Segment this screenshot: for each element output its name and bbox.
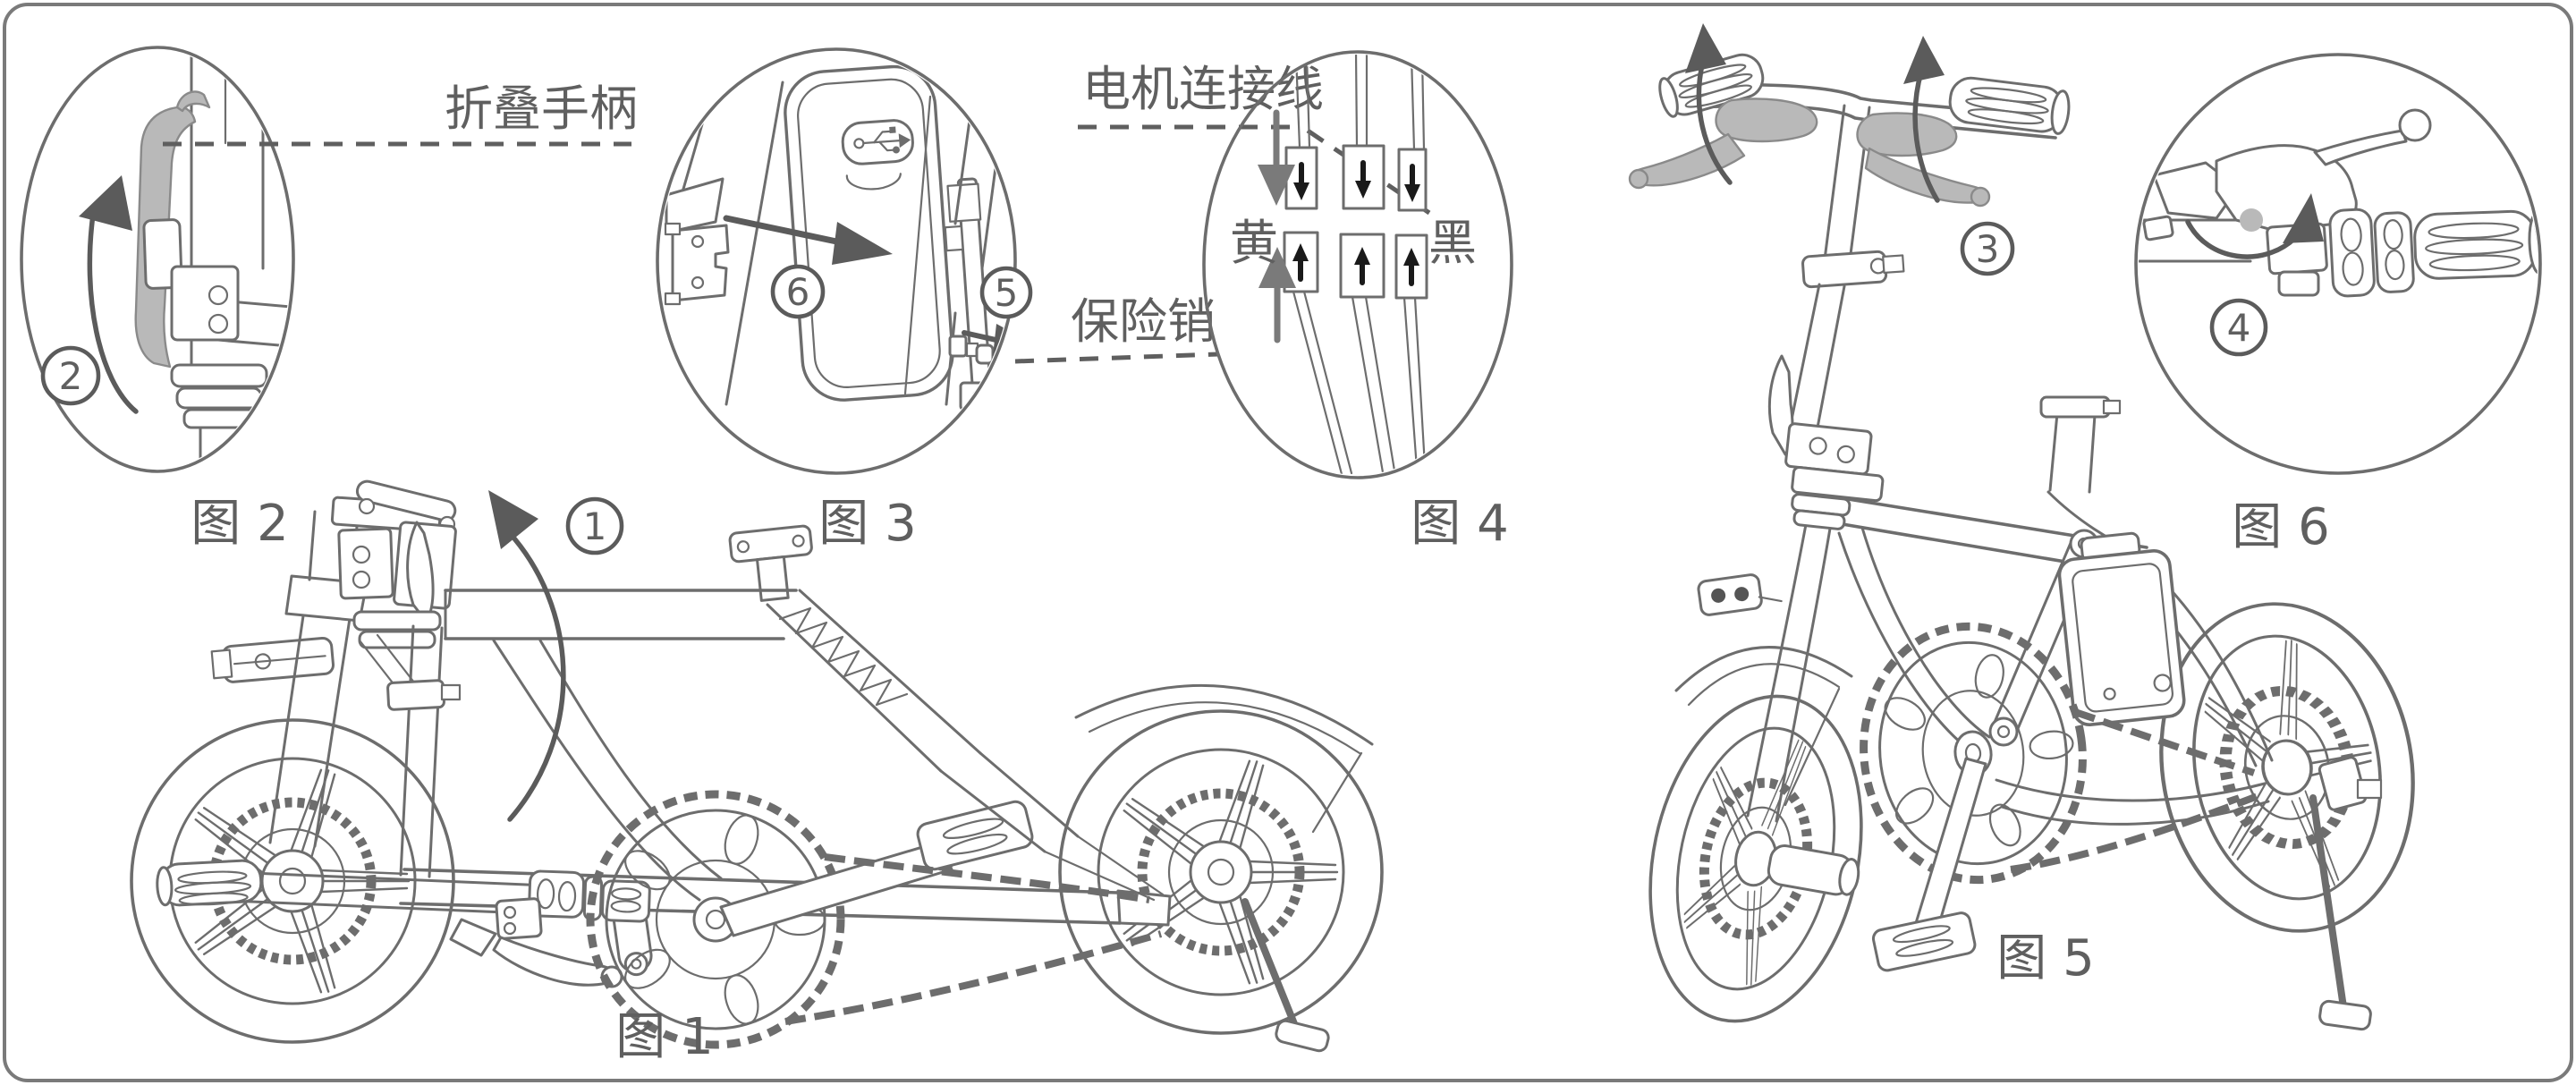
brake-lever (2142, 108, 2432, 297)
figure-5-caption: 图 5 (1996, 929, 2094, 988)
kickstand (2309, 794, 2372, 1031)
up-arrow-icon (1292, 243, 1419, 286)
inset-circle (1202, 50, 1513, 479)
chain-lower (2010, 793, 2259, 873)
connector-socket (1283, 231, 1319, 293)
figure-6-inset-brake-lever: 4 图 6 (2134, 53, 2542, 556)
inset-circle (20, 46, 295, 473)
usb-icon (853, 126, 911, 154)
black-wire-label: 黑 (1428, 215, 1477, 271)
hub-motor (1767, 844, 1860, 896)
figure-3-caption: 图 3 (818, 495, 916, 553)
seat-tube-coil (766, 589, 1165, 902)
figure-1-caption: 图 1 (615, 1008, 713, 1066)
handlebar-grip (156, 859, 263, 907)
step-number: 3 (1976, 227, 2000, 271)
leader-line (1014, 352, 1219, 364)
step-badge-3: 3 (1960, 221, 2015, 276)
battery-box (2057, 531, 2186, 726)
slide-arrow-icon (723, 215, 893, 265)
chain-lower (784, 930, 1163, 1025)
rotate-arrow-icon (488, 490, 566, 822)
figure-3-inset-battery-door: 6 5 电机连接线 保险销 图 3 (656, 47, 1431, 553)
rotate-arrow-icon (1685, 23, 1733, 185)
figure-2-caption: 图 2 (191, 495, 288, 553)
kickstand (1241, 898, 1330, 1053)
step-number: 4 (2227, 306, 2251, 350)
rotate-arrow-icon (1903, 36, 1945, 203)
step-badge-2: 2 (40, 345, 101, 406)
seat-post (2039, 395, 2147, 558)
chain-upper (2073, 708, 2256, 776)
motor-cable-label: 电机连接线 (1082, 61, 1324, 117)
brake-lever (1628, 97, 1818, 190)
front-fender-bracket (210, 637, 335, 683)
frame-tubes (444, 589, 798, 902)
stem (1767, 104, 1905, 530)
step-number: 5 (995, 271, 1019, 315)
yellow-wire-label: 黄 (1230, 215, 1278, 271)
front-fender (1674, 646, 1853, 807)
step-badge-6: 6 (770, 264, 826, 319)
unplug-direction-arrow (1258, 109, 1295, 206)
safety-pin-label: 保险销 (1071, 293, 1216, 350)
rotate-arrow-icon (79, 175, 139, 414)
frame-clamp (664, 222, 730, 306)
figure-4-inset-connectors: 黄 黑 图 4 (1202, 50, 1513, 553)
crank-pedal (1871, 757, 1987, 972)
folding-handle-label: 折叠手柄 (445, 81, 638, 137)
figure-6-caption: 图 6 (2232, 498, 2329, 556)
folded-handlebar (156, 859, 651, 988)
step-number: 6 (786, 270, 810, 314)
plug-direction-arrow (1258, 247, 1296, 343)
headlight (1697, 573, 1783, 616)
down-arrow-icon (1293, 160, 1420, 202)
chainring (1860, 622, 2087, 885)
step-badge-5: 5 (979, 266, 1033, 319)
figure-2-inset-folding-handle: 折叠手柄 2 图 2 (20, 46, 638, 553)
rotate-arrow-icon (2185, 193, 2324, 259)
page-border (3, 3, 2573, 1082)
inset-circle (2134, 53, 2542, 475)
folding-hook-lever (1767, 354, 1794, 456)
throttle-rings (2328, 208, 2415, 298)
figure-4-caption: 图 4 (1411, 495, 1508, 553)
step-number: 2 (59, 354, 83, 398)
handlebar-grip (1948, 76, 2071, 135)
inset-circle (656, 47, 1017, 475)
handlebar-grip (2413, 209, 2538, 280)
figure-5-unfolded-bike: 3 图 5 (1622, 23, 2438, 1041)
step-badge-4: 4 (2209, 298, 2268, 357)
step-number: 1 (583, 504, 607, 548)
pivot-dot (2240, 208, 2263, 232)
figure-1-folded-bike: 1 图 1 (131, 479, 1382, 1066)
step-badge-1: 1 (565, 496, 624, 555)
stem-folding-hinge (1784, 422, 1885, 530)
rear-fender (1074, 683, 1374, 834)
chain-upper (824, 853, 1150, 903)
rear-brake-caliper (2318, 756, 2383, 811)
seat-tube-column (386, 624, 462, 878)
